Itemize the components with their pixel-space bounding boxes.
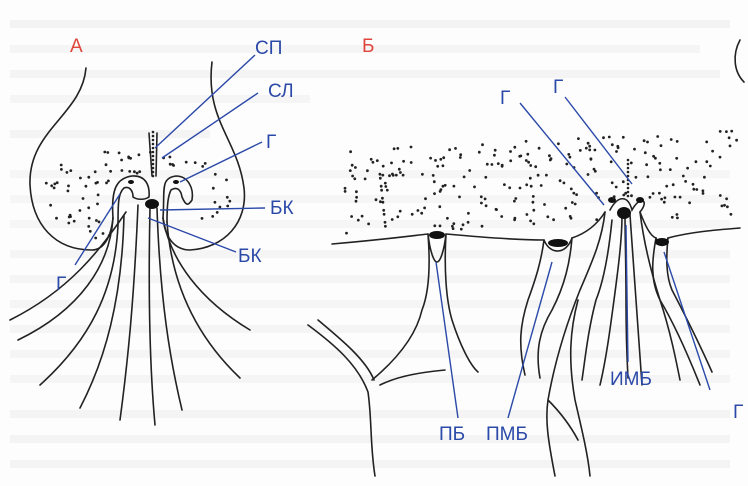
label-g-2: Г (553, 77, 563, 98)
label-sp: СП (255, 38, 282, 59)
panel-b-letter: Б (362, 36, 374, 57)
label-sl: СЛ (268, 81, 294, 102)
label-pb: ПБ (439, 424, 465, 445)
background-text-bleed (10, 20, 730, 468)
panel-a-letter: А (70, 36, 83, 57)
panel-b-branch-fibre (308, 320, 445, 476)
label-g-1: Г (500, 88, 510, 109)
panel-a-basal-contacts (128, 180, 179, 209)
label-g-edge: Г (733, 402, 743, 423)
label-g-left: Г (56, 274, 66, 295)
label-g-right: Г (266, 132, 276, 153)
panel-b-right-edge (735, 40, 744, 82)
panel-a-nerve-fibres (10, 205, 250, 425)
panel-b-granules (344, 130, 738, 235)
label-bk-lower: БК (238, 246, 262, 267)
label-pmb: ПМБ (486, 424, 528, 445)
panel-b-hair-cell-right (653, 238, 712, 385)
label-bk-upper: БК (270, 198, 294, 219)
label-imb: ИМБ (610, 369, 652, 390)
